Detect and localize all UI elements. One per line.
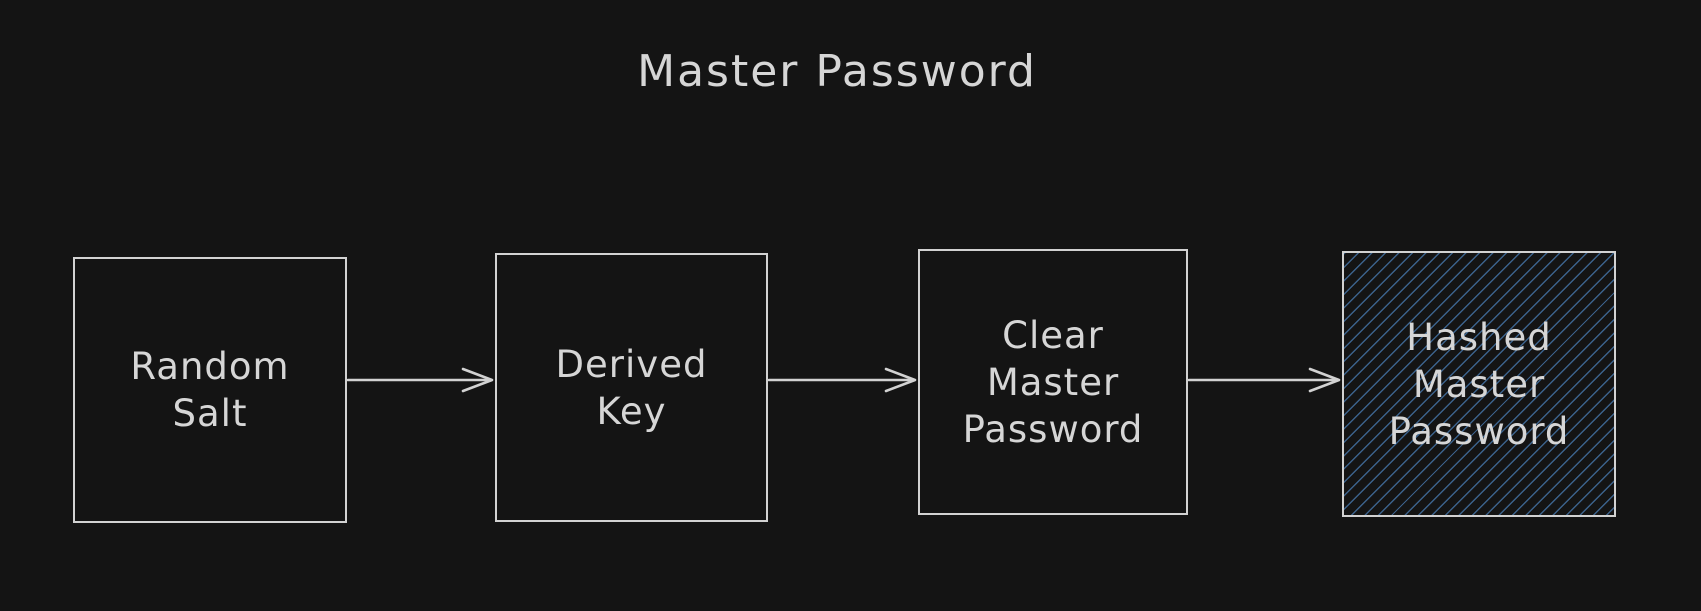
node-random-salt: Random Salt [73,257,347,523]
flow-arrow-salt-to-key [347,367,494,393]
flow-arrow-clear-to-hashed [1188,367,1341,393]
node-clear-master-password: Clear Master Password [918,249,1188,515]
flow-arrow-key-to-clear [768,367,917,393]
node-derived-key-label: Derived Key [555,342,708,433]
node-derived-key: Derived Key [495,253,768,522]
node-hashed-master-password: Hashed Master Password [1342,251,1616,517]
node-random-salt-label: Random Salt [130,345,290,435]
node-clear-master-password-label: Clear Master Password [962,313,1144,451]
node-hashed-master-password-label: Hashed Master Password [1388,315,1570,453]
diagram-title: Master Password [637,46,1037,97]
